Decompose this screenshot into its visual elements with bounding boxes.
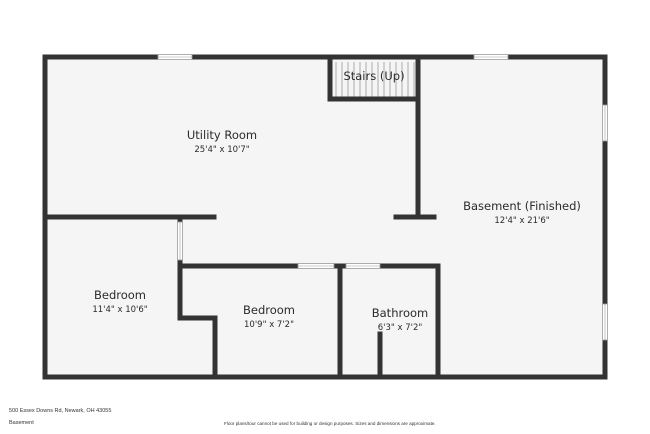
basement-dims: 12'4" x 21'6" bbox=[494, 216, 549, 226]
footer-floor-name: Basement bbox=[9, 420, 34, 426]
footer-disclaimer: Floor plans/tour cannot be used for buil… bbox=[224, 421, 436, 426]
bedroom1-label: Bedroom bbox=[94, 288, 146, 302]
bedroom1-jog-wall bbox=[177, 315, 218, 380]
stairs-wall bbox=[327, 56, 421, 102]
bedroom2-label: Bedroom bbox=[243, 303, 295, 317]
basement-label: Basement (Finished) bbox=[463, 199, 581, 213]
utility-room-dims: 25'4" x 10'7" bbox=[194, 145, 249, 155]
window-centerlines bbox=[158, 56, 606, 340]
stairs-label: Stairs (Up) bbox=[343, 69, 404, 83]
bedroom1-dims: 11'4" x 10'6" bbox=[92, 305, 147, 315]
bathroom-label: Bathroom bbox=[372, 306, 428, 320]
walls bbox=[42, 54, 608, 380]
bedroom2-dims: 10'9" x 7'2" bbox=[244, 320, 294, 330]
footer-address: 500 Essex Downs Rd, Newark, OH 43055 bbox=[9, 408, 112, 414]
utility-room-label: Utility Room bbox=[187, 128, 257, 142]
bathroom-dims: 6'3" x 7'2" bbox=[378, 323, 423, 333]
stairs-treads bbox=[335, 62, 415, 97]
